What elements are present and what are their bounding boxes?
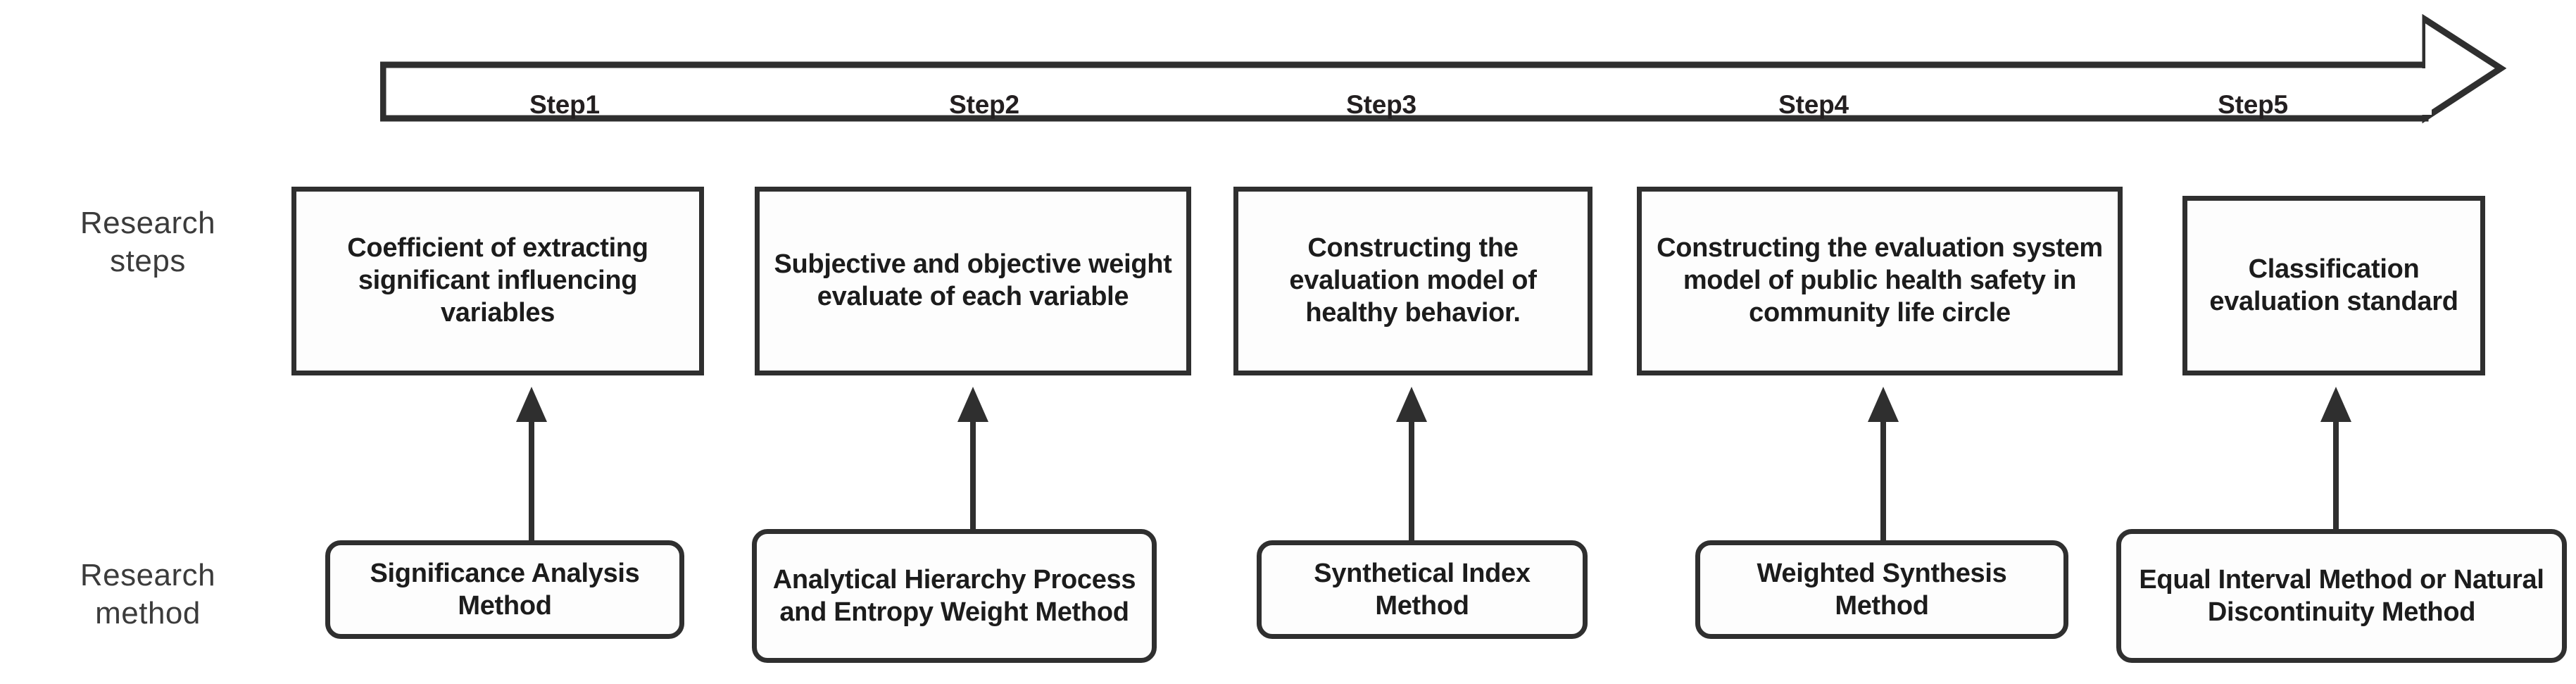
research-step-box-2[interactable]: Subjective and objective weight evaluate… <box>755 187 1191 375</box>
research-step-text-2: Subjective and objective weight evaluate… <box>774 249 1172 311</box>
research-method-text-5: Equal Interval Method or Natural Discont… <box>2139 564 2544 627</box>
step-label-3: Step3 <box>1346 90 1416 119</box>
connector-arrow-3 <box>1390 385 1433 547</box>
step-label-4: Step4 <box>1778 90 1849 119</box>
research-method-text-3: Synthetical Index Method <box>1314 558 1531 621</box>
research-step-text-5: Classification evaluation standard <box>2209 254 2458 316</box>
step-label-5: Step5 <box>2218 90 2288 119</box>
research-method-text-4: Weighted Synthesis Method <box>1757 558 2007 621</box>
research-step-text-3: Constructing the evaluation model of hea… <box>1289 233 1537 328</box>
step-banner: Step1 Step2 Step3 Step4 Step5 <box>380 14 2506 123</box>
research-step-box-3[interactable]: Constructing the evaluation model of hea… <box>1233 187 1592 375</box>
research-method-text-1: Significance Analysis Method <box>370 558 640 621</box>
connector-arrow-5 <box>2315 385 2357 537</box>
research-step-box-5[interactable]: Classification evaluation standard <box>2182 196 2485 375</box>
connector-arrow-4 <box>1862 385 1904 547</box>
research-method-box-2[interactable]: Analytical Hierarchy Process and Entropy… <box>752 529 1157 663</box>
research-step-text-4: Constructing the evaluation system model… <box>1657 233 2103 328</box>
research-method-box-4[interactable]: Weighted Synthesis Method <box>1695 540 2068 639</box>
research-method-box-5[interactable]: Equal Interval Method or Natural Discont… <box>2116 529 2567 663</box>
connector-arrow-1 <box>510 385 553 547</box>
research-step-box-1[interactable]: Coefficient of extracting significant in… <box>291 187 704 375</box>
step-label-2: Step2 <box>949 90 1019 119</box>
research-step-text-1: Coefficient of extracting significant in… <box>347 233 648 328</box>
research-method-box-3[interactable]: Synthetical Index Method <box>1257 540 1588 639</box>
connector-arrow-2 <box>952 385 994 537</box>
research-step-box-4[interactable]: Constructing the evaluation system model… <box>1637 187 2123 375</box>
step-label-1: Step1 <box>529 90 600 119</box>
research-method-box-1[interactable]: Significance Analysis Method <box>325 540 684 639</box>
research-method-text-2: Analytical Hierarchy Process and Entropy… <box>772 564 1136 627</box>
